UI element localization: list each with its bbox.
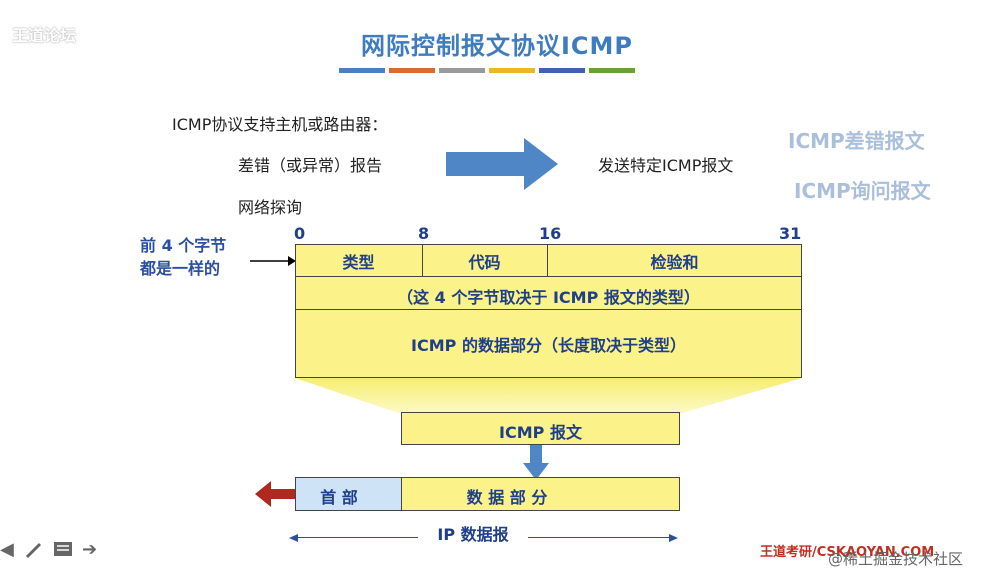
same-for-all-note: 都是一样的	[140, 259, 221, 278]
pointer-arrow-icon	[250, 256, 296, 266]
title-color-bar-6	[589, 68, 635, 73]
icmp-query-message-label: ICMP询问报文	[794, 179, 931, 203]
col-divider-8	[422, 244, 423, 277]
down-arrow-icon	[523, 445, 549, 480]
col-divider-16	[547, 244, 548, 277]
intro-line: ICMP协议支持主机或路由器：	[172, 115, 388, 134]
row-divider-1	[295, 276, 802, 277]
pen-icon[interactable]	[24, 540, 44, 560]
community-watermark: @稀土掘金技术社区	[828, 550, 964, 568]
field-code: 代码	[468, 253, 501, 272]
ip-data-label: 数 据 部 分	[466, 488, 548, 507]
big-right-arrow-icon	[446, 138, 558, 190]
title-color-bar-1	[339, 68, 385, 73]
span-right-arrowhead-icon	[669, 534, 678, 542]
ip-header-cell	[296, 478, 402, 510]
page-title: 网际控制报文协议ICMP	[360, 32, 633, 60]
ip-header-label: 首 部	[320, 488, 358, 507]
icmp-error-message-label: ICMP差错报文	[788, 129, 925, 153]
next-slide-icon[interactable]: ➔	[82, 539, 98, 560]
intro-item-query: 网络探询	[238, 198, 303, 217]
send-icmp-text: 发送特定ICMP报文	[598, 156, 734, 175]
intro-item-error-report: 差错（或异常）报告	[238, 156, 383, 175]
icmp-format-box	[295, 244, 802, 378]
field-type: 类型	[342, 253, 375, 272]
funnel-shape	[295, 378, 802, 414]
site-footer: 王道考研/CSKAOYAN.COM	[760, 545, 935, 560]
title-color-bar-4	[489, 68, 535, 73]
bit-31: 31	[779, 224, 802, 243]
row-divider-2	[295, 309, 802, 310]
bit-0: 0	[294, 224, 306, 243]
prev-slide-icon[interactable]: ◀	[0, 539, 14, 560]
bit-8: 8	[418, 224, 430, 243]
watermark-logo: 王道论坛	[12, 26, 77, 45]
icmp-message-box	[401, 412, 680, 445]
menu-icon[interactable]	[53, 541, 73, 557]
first-4-bytes-note: 前 4 个字节	[140, 236, 227, 255]
span-left-arrowhead-icon	[289, 534, 298, 542]
title-color-bar-2	[389, 68, 435, 73]
field-checksum: 检验和	[650, 253, 699, 272]
title-color-bar-5	[539, 68, 585, 73]
bit-16: 16	[539, 224, 562, 243]
icmp-message-label: ICMP 报文	[499, 423, 582, 442]
red-left-arrow-icon	[255, 481, 296, 507]
field-data-part: ICMP 的数据部分（长度取决于类型）	[411, 336, 686, 355]
title-color-bar-3	[439, 68, 485, 73]
ip-datagram-label: IP 数据报	[418, 521, 528, 545]
field-type-dependent: （这 4 个字节取决于 ICMP 报文的类型）	[397, 288, 700, 307]
